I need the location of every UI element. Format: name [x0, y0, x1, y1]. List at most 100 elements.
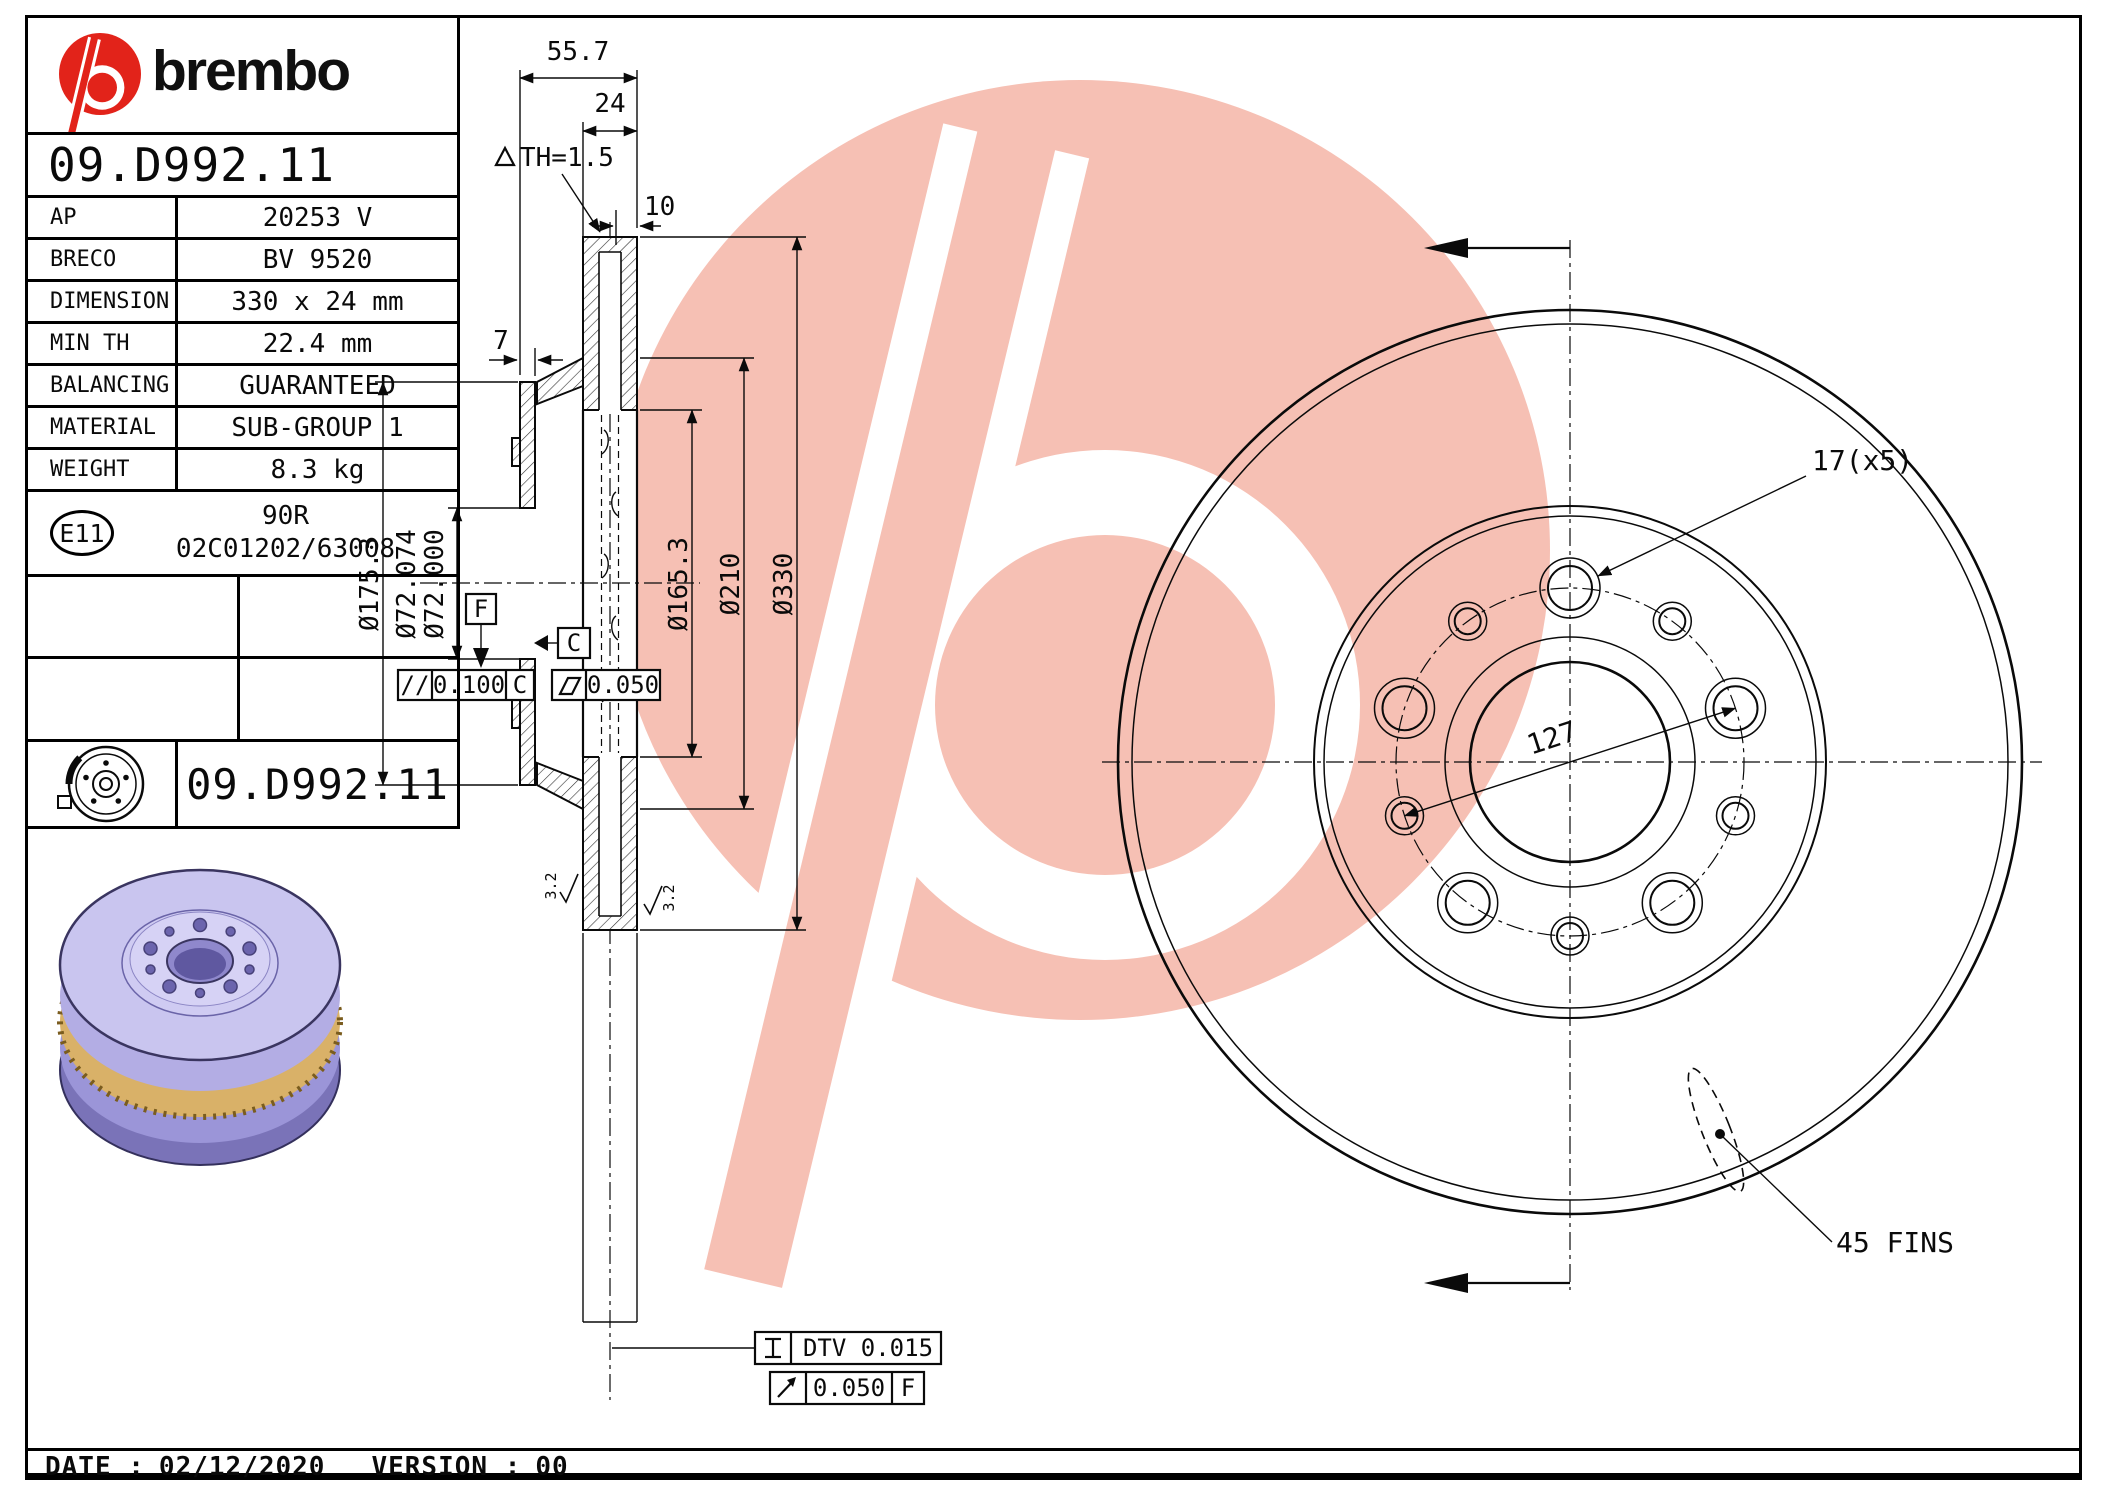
spec-panel: brembo 09.D992.11 AP 20253 V BRECO BV 95…	[28, 18, 460, 829]
spec-row-breco: BRECO BV 9520	[28, 240, 457, 282]
parallelism-value: 0.100	[433, 671, 505, 699]
dim-flange-thickness: 7	[489, 326, 563, 376]
empty-row	[28, 659, 457, 742]
dim-band-inner-label: Ø210	[716, 553, 746, 616]
spec-label: AP	[28, 198, 178, 237]
bolt-hole-callout: 17(x5)	[1597, 444, 1913, 577]
spec-value: BV 9520	[262, 244, 373, 275]
spec-label: BALANCING	[28, 366, 178, 405]
min-thickness-label: TH=1.5	[520, 143, 614, 173]
vent-fin-outline	[1687, 1067, 1745, 1193]
brake-disc-icon	[56, 745, 144, 823]
dim-flange-thickness-label: 7	[493, 326, 509, 356]
fins-callout: 45 FINS	[1687, 1067, 1954, 1259]
fins-label: 45 FINS	[1836, 1226, 1954, 1259]
flatness-tolerance-frame: 0.050	[550, 668, 662, 702]
disc-photo	[57, 868, 343, 1166]
dim-overall-width-label: 55.7	[547, 37, 610, 67]
datum-c-label: C	[567, 629, 581, 657]
runout-icon	[777, 1377, 796, 1398]
brand-wordmark: brembo	[152, 39, 349, 103]
dtv-icon	[765, 1337, 781, 1359]
spec-value: SUB-GROUP 1	[231, 412, 404, 443]
homologation-line1: 90R	[262, 501, 309, 531]
datum-f-label: F	[474, 595, 488, 623]
dim-ring-width-label: 24	[594, 89, 625, 119]
homologation-number: 90R 02C01202/63008	[114, 500, 457, 566]
homologation-line2: 02C01202/63008	[175, 534, 396, 564]
spec-row-min-th: MIN TH 22.4 mm	[28, 324, 457, 366]
date-label: DATE :	[45, 1452, 145, 1482]
footer: DATE : 02/12/2020 VERSION : 00	[45, 1452, 569, 1482]
section-view: 55.7 24 TH=1.5 10	[355, 37, 943, 1406]
spec-row-material: MATERIAL SUB-GROUP 1	[28, 408, 457, 450]
drawing-ref-row: 09.D992.11	[28, 742, 457, 829]
dim-overall-width: 55.7	[519, 37, 638, 375]
spec-value: 330 x 24 mm	[231, 286, 404, 317]
flatness-icon	[558, 676, 582, 696]
min-thickness-note: TH=1.5	[494, 143, 614, 233]
disc-icon-cell	[28, 742, 178, 826]
dim-vent-inner-label: Ø165.3	[664, 537, 694, 631]
part-number-row: 09.D992.11	[28, 135, 457, 198]
dim-bore-min-label: Ø72.000	[420, 529, 450, 639]
brembo-logo-icon	[59, 33, 141, 132]
dim-band-inner-diameter: Ø210	[640, 357, 754, 810]
spec-value: GUARANTEED	[239, 370, 396, 401]
spec-value: 8.3 kg	[270, 454, 365, 485]
empty-cell	[28, 659, 240, 739]
dim-offset: 10	[592, 192, 675, 245]
datum-f: F	[464, 592, 498, 668]
dim-outer-diameter: Ø330	[640, 236, 806, 931]
dim-hat-diameter: Ø175.3	[355, 381, 518, 786]
brand-header: brembo	[28, 18, 457, 135]
front-view: 127 17(x5) 45 FINS	[1102, 238, 2042, 1293]
spec-row-weight: WEIGHT 8.3 kg	[28, 450, 457, 492]
disc-photo-holes	[143, 917, 257, 999]
parallelism-tolerance-frame: // 0.100 C	[396, 668, 536, 702]
flatness-value: 0.050	[587, 671, 659, 699]
version-value: 00	[535, 1452, 569, 1482]
dim-hat-diameter-label: Ø175.3	[355, 537, 385, 631]
spec-label: MIN TH	[28, 324, 178, 363]
parallelism-datum: C	[513, 671, 527, 699]
dim-offset-label: 10	[644, 192, 675, 222]
bolt-circle	[1395, 587, 1745, 937]
spec-label: MATERIAL	[28, 408, 178, 447]
roughness-mark: 3.2	[542, 872, 579, 904]
datum-c: C	[534, 626, 592, 660]
spec-row-balancing: BALANCING GUARANTEED	[28, 366, 457, 408]
spec-value: 22.4 mm	[262, 328, 373, 359]
parallelism-symbol: //	[401, 671, 430, 699]
roughness-check-icon	[559, 873, 579, 904]
e11-badge: E11	[50, 510, 114, 556]
footer-divider	[25, 1448, 2082, 1451]
spec-label: BRECO	[28, 240, 178, 279]
roughness-mark: 3.2	[643, 884, 678, 916]
date-value: 02/12/2020	[158, 1452, 326, 1482]
vent-band-texture	[57, 924, 343, 1120]
spec-row-ap: AP 20253 V	[28, 198, 457, 240]
dtv-value: DTV 0.015	[803, 1334, 933, 1362]
datum-triangle-icon	[534, 635, 548, 651]
pcd-label: 127	[1523, 714, 1581, 761]
roughness-value: 3.2	[542, 872, 560, 899]
runout-tolerance-frame: 0.050 F	[768, 1370, 926, 1406]
runout-datum: F	[901, 1374, 915, 1402]
brembo-watermark-icon	[610, 80, 1550, 1288]
dim-bore-max-label: Ø72.074	[392, 529, 422, 639]
min-thickness-triangle-icon	[494, 145, 516, 167]
section-cut-arrow-top	[1424, 238, 1570, 258]
dim-outer-label: Ø330	[769, 553, 799, 616]
roughness-check-icon	[643, 885, 663, 916]
part-number: 09.D992.11	[48, 138, 335, 192]
spec-value: 20253 V	[262, 202, 373, 233]
brembo-logo: brembo	[59, 33, 351, 132]
friction-band-inner-circle	[1313, 505, 1827, 1019]
section-cut-arrow-bottom	[1424, 1273, 1570, 1293]
roughness-value: 3.2	[660, 884, 678, 911]
empty-cell	[28, 577, 240, 656]
outer-diameter-circle	[1116, 308, 2024, 1216]
dim-ring-width: 24	[582, 89, 638, 350]
